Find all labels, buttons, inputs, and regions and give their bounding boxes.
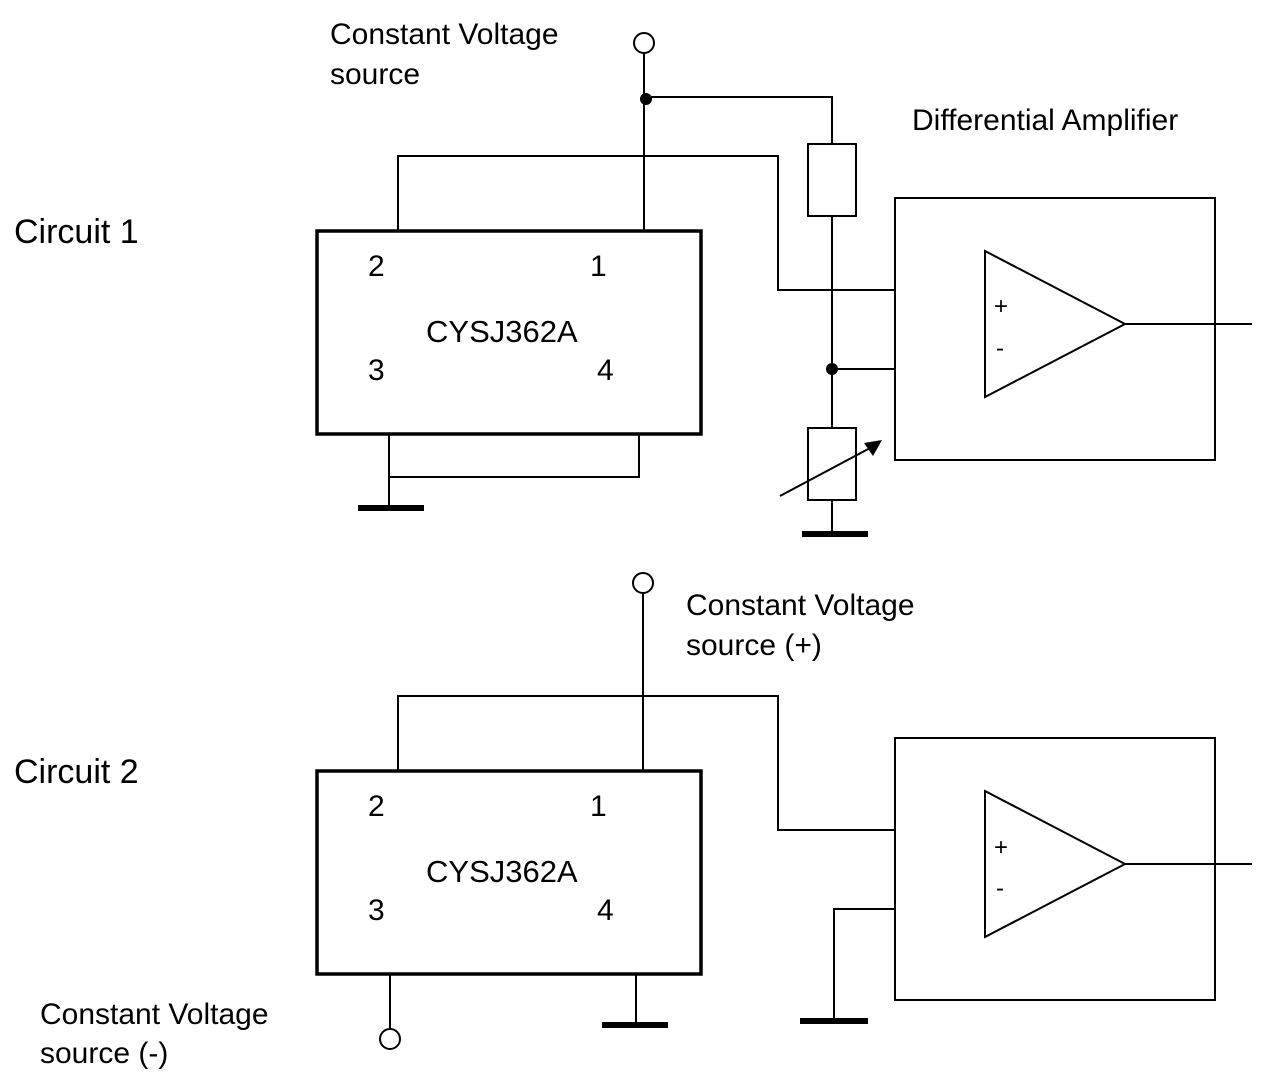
opamp-minus-sign: - <box>996 875 1004 902</box>
negative-source-label-line2: source (-) <box>40 1037 168 1070</box>
differential-amplifier-label: Differential Amplifier <box>912 104 1178 137</box>
chip-name: CYSJ362A <box>426 314 578 349</box>
pin4-ground-wire <box>389 434 640 478</box>
variable-resistor-arrow-shaft <box>779 446 873 497</box>
circuit-1-label: Circuit 1 <box>14 213 139 251</box>
voltage-source-label-line1: Constant Voltage <box>330 18 559 51</box>
variable-resistor <box>807 427 857 501</box>
sensor-chip <box>315 229 703 436</box>
voltage-source-label-line2: source <box>330 58 420 91</box>
pin-3-label: 3 <box>368 354 385 387</box>
pin-3-label: 3 <box>368 894 385 927</box>
positive-source-terminal <box>632 572 654 594</box>
pin-1-label: 1 <box>590 250 607 283</box>
variable-resistor-arrowhead <box>864 440 882 456</box>
opamp-plus-sign: + <box>994 834 1008 861</box>
opamp-plus-sign: + <box>994 293 1008 320</box>
pin-4-label: 4 <box>597 354 614 387</box>
pin-1-label: 1 <box>590 790 607 823</box>
positive-source-label-line2: source (+) <box>686 629 822 662</box>
circuit-1: Circuit 1 Constant Voltage source CYSJ36… <box>14 18 1252 537</box>
negative-source-label-line1: Constant Voltage <box>40 998 269 1031</box>
voltage-source-terminal <box>633 32 655 54</box>
pin-2-label: 2 <box>368 790 385 823</box>
bridge-top-wire <box>646 96 833 144</box>
junction-dot <box>640 93 652 105</box>
pin-4-label: 4 <box>597 894 614 927</box>
circuit-2: Circuit 2 Constant Voltage source (+) CY… <box>14 572 1252 1070</box>
circuit-2-label: Circuit 2 <box>14 753 139 791</box>
pin2-to-plus-wire <box>397 155 990 291</box>
opamp-triangle <box>984 249 1128 399</box>
negative-source-terminal <box>379 1028 401 1050</box>
pin-2-label: 2 <box>368 250 385 283</box>
opamp-triangle <box>984 789 1128 939</box>
sensor-chip <box>315 769 703 976</box>
fixed-resistor <box>807 143 857 217</box>
chip-name: CYSJ362A <box>426 854 578 889</box>
opamp-minus-sign: - <box>996 335 1004 362</box>
positive-source-label-line1: Constant Voltage <box>686 589 915 622</box>
pin2-to-plus-wire <box>397 695 990 831</box>
